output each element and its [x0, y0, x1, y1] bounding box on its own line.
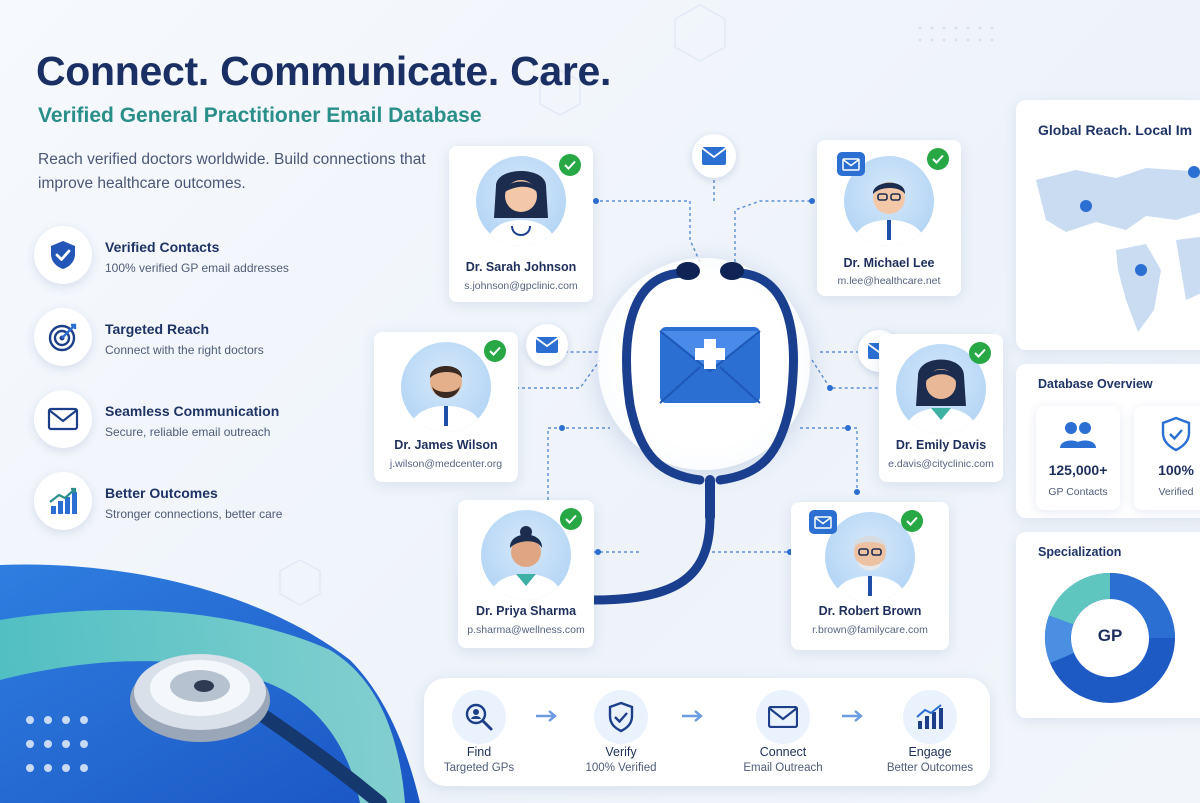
envelope-icon	[526, 324, 568, 366]
doctor-name: Dr. Michael Lee	[843, 256, 935, 270]
step-description: Targeted GPs	[443, 762, 515, 774]
verified-check-icon	[560, 508, 582, 530]
doctor-name: Dr. Robert Brown	[818, 604, 922, 618]
doctor-email: r.brown@familycare.com	[812, 624, 928, 636]
doctor-email: j.wilson@medcenter.org	[389, 458, 503, 470]
shield-check-icon	[34, 226, 92, 284]
verified-check-icon	[969, 342, 991, 364]
verified-check-icon	[559, 154, 581, 176]
doctor-email: s.johnson@gpclinic.com	[464, 280, 578, 292]
step-title: Engage	[908, 745, 952, 759]
step-description: 100% Verified	[585, 762, 657, 774]
stat-value: 125,000+	[1048, 462, 1108, 478]
doctor-card[interactable]: Dr. Sarah Johnson s.johnson@gpclinic.com	[449, 146, 593, 302]
doctor-card[interactable]: Dr. Emily Davis e.davis@cityclinic.com	[879, 334, 1003, 482]
workflow-step-find: Find Targeted GPs	[414, 686, 544, 782]
doctor-card[interactable]: Dr. Michael Lee m.lee@healthcare.net	[817, 140, 961, 296]
search-person-icon	[452, 690, 506, 744]
verified-check-icon	[927, 148, 949, 170]
arrow-right-icon	[842, 710, 863, 722]
feature-description: 100% verified GP email addresses	[105, 261, 289, 275]
doctor-email: e.davis@cityclinic.com	[888, 458, 994, 470]
donut-center-label: GP	[1097, 626, 1123, 645]
stat-value: 100%	[1158, 462, 1194, 478]
feature-description: Secure, reliable email outreach	[105, 425, 271, 439]
doctor-card[interactable]: Dr. Priya Sharma p.sharma@wellness.com	[458, 500, 594, 648]
feature-description: Stronger connections, better care	[105, 507, 283, 521]
hero-subtitle: Verified General Practitioner Email Data…	[38, 104, 482, 127]
shield-check-icon	[1161, 416, 1191, 452]
step-title: Verify	[605, 745, 637, 759]
feature-seamless-communication: Seamless Communication Secure, reliable …	[34, 390, 394, 450]
feature-title: Targeted Reach	[105, 321, 209, 337]
workflow-step-engage: Engage Better Outcomes	[865, 686, 995, 782]
workflow-step-connect: Connect Email Outreach	[718, 686, 848, 782]
doctor-email: p.sharma@wellness.com	[467, 624, 585, 636]
envelope-icon	[34, 390, 92, 448]
step-title: Connect	[759, 745, 807, 759]
hero-title: Connect. Communicate. Care.	[36, 48, 612, 94]
growth-chart-icon	[903, 690, 957, 744]
global-reach-panel: Global Reach. Local Im	[1016, 100, 1200, 350]
feature-verified-contacts: Verified Contacts 100% verified GP email…	[34, 226, 394, 286]
target-icon	[34, 308, 92, 366]
feature-title: Better Outcomes	[105, 485, 218, 501]
stethoscope-chestpiece-illustration	[130, 654, 387, 803]
doctor-email: m.lee@healthcare.net	[837, 275, 941, 287]
stat-card-verified: 100% Verified	[1134, 406, 1200, 510]
feature-title: Seamless Communication	[105, 403, 280, 419]
verified-check-icon	[484, 340, 506, 362]
doctor-card[interactable]: Dr. Robert Brown r.brown@familycare.com	[791, 502, 949, 650]
feature-better-outcomes: Better Outcomes Stronger connections, be…	[34, 472, 394, 532]
envelope-icon	[692, 134, 736, 178]
doctor-avatar	[896, 344, 986, 434]
doctor-name: Dr. Priya Sharma	[475, 604, 577, 618]
stat-label: GP Contacts	[1048, 486, 1108, 498]
workflow-step-verify: Verify 100% Verified	[556, 686, 686, 782]
arrow-right-icon	[536, 710, 557, 722]
envelope-icon	[809, 510, 837, 534]
verified-check-icon	[901, 510, 923, 532]
step-description: Better Outcomes	[886, 762, 974, 774]
hero-description: Reach verified doctors worldwide. Build …	[38, 151, 426, 192]
doctor-name: Dr. Sarah Johnson	[465, 260, 577, 274]
step-title: Find	[466, 745, 492, 759]
doctor-avatar	[401, 342, 491, 432]
world-map-illustration	[1036, 166, 1200, 332]
stethoscope-illustration	[589, 262, 798, 605]
envelope-icon	[756, 690, 810, 744]
doctor-card[interactable]: Dr. James Wilson j.wilson@medcenter.org	[374, 332, 518, 482]
doctor-avatar	[481, 510, 571, 600]
stat-card-gp-contacts: 125,000+ GP Contacts	[1036, 406, 1120, 510]
stat-label: Verified	[1158, 486, 1194, 498]
arrow-right-icon	[682, 710, 703, 722]
panel-title: Specialization	[1038, 545, 1122, 559]
step-description: Email Outreach	[743, 762, 823, 774]
envelope-icon	[837, 152, 865, 176]
feature-title: Verified Contacts	[105, 239, 220, 255]
feature-description: Connect with the right doctors	[105, 343, 264, 357]
doctor-name: Dr. James Wilson	[394, 438, 498, 452]
specialization-donut-chart	[1044, 572, 1175, 703]
panel-title: Global Reach. Local Im	[1038, 122, 1193, 138]
workflow-steps-bar: Find Targeted GPs Verify 100% Verified C…	[424, 678, 990, 786]
shield-check-icon	[594, 690, 648, 744]
users-icon	[1060, 422, 1096, 448]
growth-chart-icon	[34, 472, 92, 530]
doctor-avatar	[825, 512, 915, 602]
panel-title: Database Overview	[1038, 377, 1153, 391]
feature-targeted-reach: Targeted Reach Connect with the right do…	[34, 308, 394, 368]
doctor-avatar	[476, 156, 566, 246]
doctor-name: Dr. Emily Davis	[895, 438, 987, 452]
